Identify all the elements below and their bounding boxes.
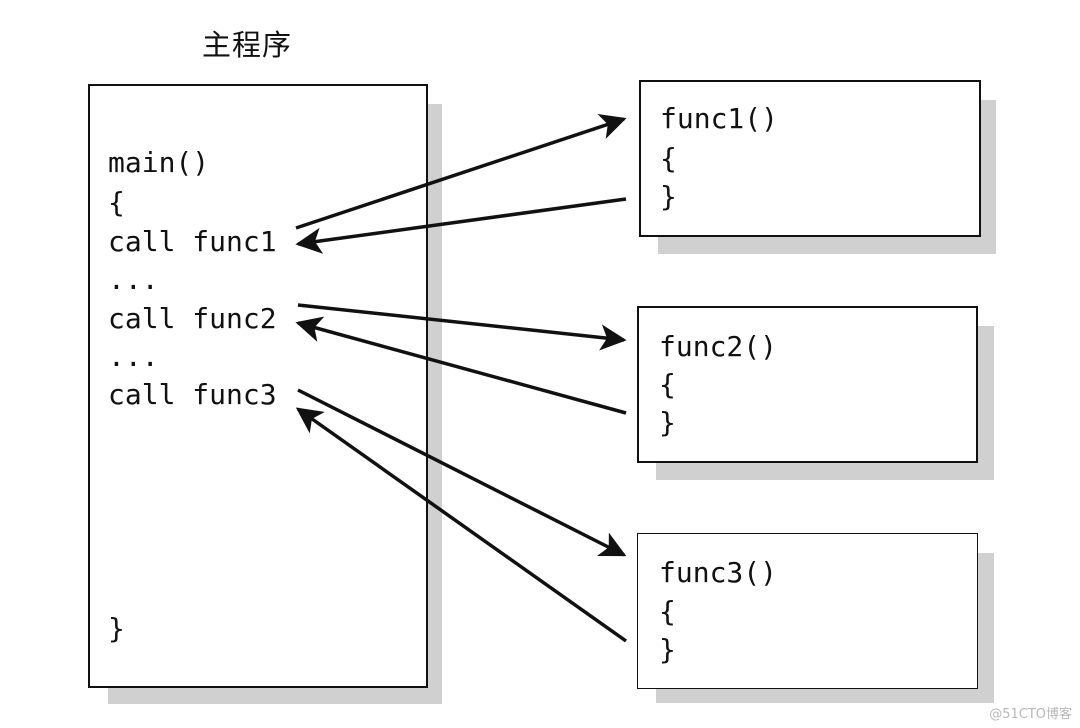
func3-line-close-brace: }	[659, 633, 676, 666]
watermark: @51CTO博客	[989, 707, 1072, 722]
func3-box	[637, 533, 978, 689]
func2-line-open-brace: {	[659, 368, 676, 401]
main-line-call-func1: call func1	[108, 225, 277, 258]
func2-line-close-brace: }	[659, 406, 676, 439]
diagram-title: 主程序	[202, 28, 293, 62]
func1-box	[639, 80, 981, 237]
func3-line-signature: func3()	[659, 556, 778, 589]
func1-line-close-brace: }	[660, 180, 677, 213]
call-func2-arrow	[297, 303, 627, 351]
func3-line-open-brace: {	[659, 595, 676, 628]
return-func3-arrow	[295, 407, 628, 643]
main-line-call-func2: call func2	[108, 302, 277, 335]
call-func1-arrow	[295, 113, 627, 230]
call-func3-arrow	[297, 388, 627, 557]
return-func1-arrow	[295, 197, 627, 254]
main-line-ellipsis-1: ...	[108, 263, 159, 296]
func2-line-signature: func2()	[659, 330, 778, 363]
main-line-close-brace: }	[108, 612, 125, 645]
main-program-box	[88, 84, 428, 688]
main-line-ellipsis-2: ...	[108, 340, 159, 373]
main-line-open-brace: {	[108, 186, 125, 219]
main-line-signature: main()	[108, 146, 210, 179]
func1-line-signature: func1()	[660, 102, 779, 135]
main-line-call-func3: call func3	[108, 378, 277, 411]
func2-box	[637, 306, 978, 463]
func1-line-open-brace: {	[660, 142, 677, 175]
return-func2-arrow	[295, 316, 627, 415]
